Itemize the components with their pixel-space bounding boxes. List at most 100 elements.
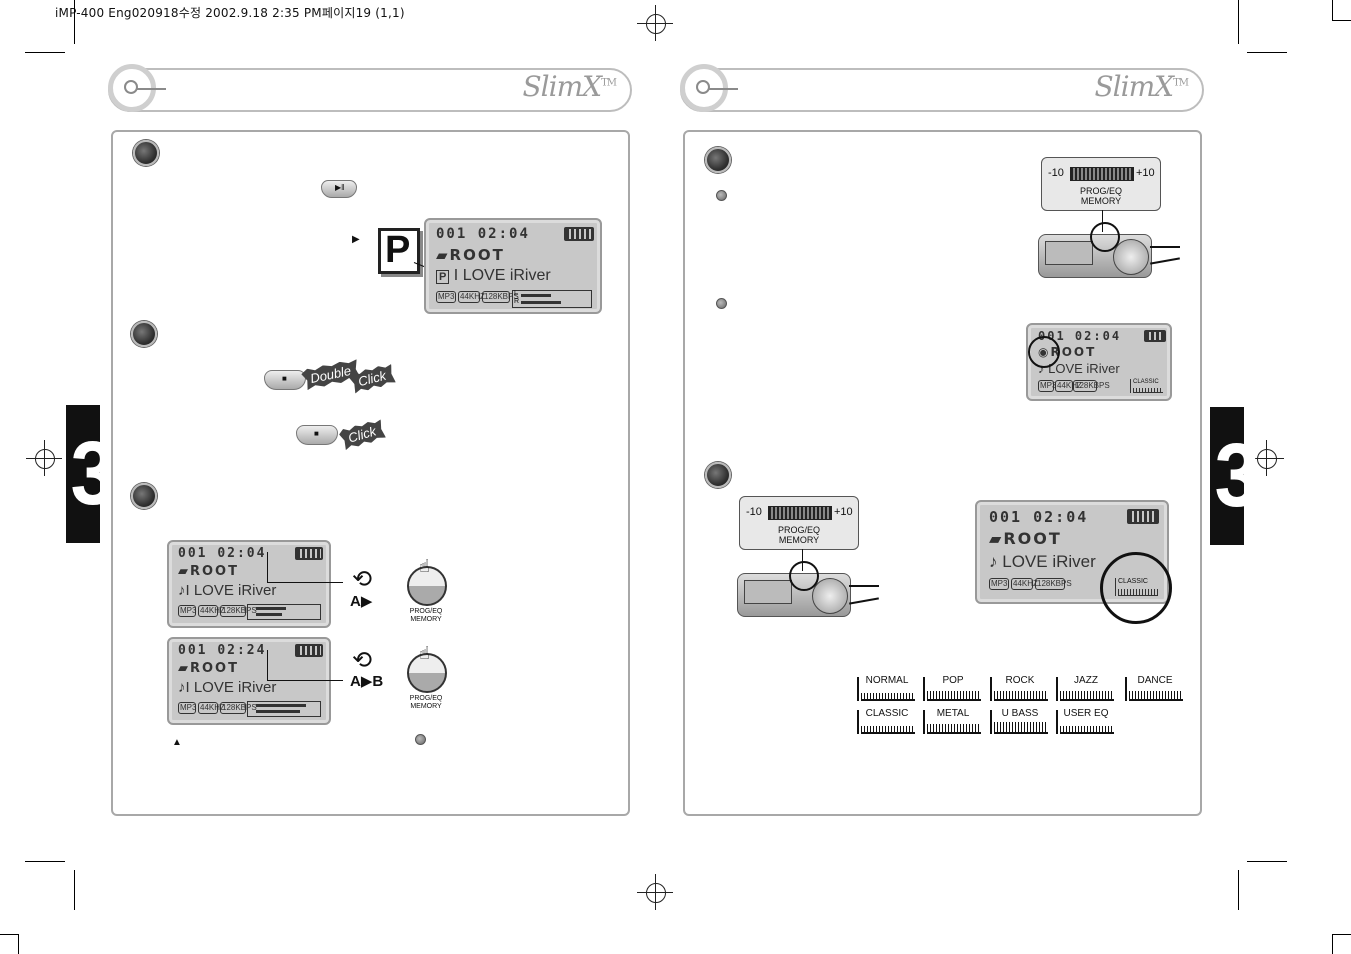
lcd-repeat-a: 001 02:04 ▰ROOT ♪I LOVE iRiver MP3 44KHZ…	[167, 540, 331, 628]
level-meter: L R	[512, 290, 592, 308]
eq-preset-classic: CLASSIC	[857, 708, 915, 734]
program-small-icon: P	[436, 270, 450, 284]
kbps-chip: 128KBPS	[482, 291, 519, 303]
eq-preset-rock: ROCK	[990, 675, 1048, 701]
crop-mark	[1332, 0, 1333, 20]
repeat-a-label: A▶	[350, 592, 372, 610]
lcd-folder-line: ▰ROOT	[178, 661, 239, 676]
eq-preset-bars	[1060, 726, 1114, 734]
meter-bar-r	[256, 613, 282, 616]
battery-icon	[295, 644, 323, 657]
eq-preset-label: USER EQ	[1063, 708, 1109, 719]
lcd-time: 02:04	[477, 226, 530, 242]
chapter-number: 3	[70, 424, 116, 524]
eq-scale-bar	[1070, 167, 1134, 181]
battery-icon	[564, 227, 594, 241]
note-icon: ♪	[1038, 361, 1045, 376]
section-bullet-icon	[705, 462, 731, 488]
eq-preset-bars	[861, 726, 915, 734]
section-bullet-icon	[131, 321, 157, 347]
folder-icon: ▰	[178, 564, 190, 579]
format-chip: MP3	[178, 702, 197, 714]
player-wheel-icon	[812, 578, 848, 614]
repeat-b-letter: B	[372, 673, 384, 690]
eq-caption-2: MEMORY	[1080, 196, 1122, 206]
lcd-eq-bars	[1133, 388, 1163, 393]
print-header: iMP-400 Eng020918수정 2002.9.18 2:35 PM페이지…	[55, 6, 405, 20]
khz-chip: 44KHZ	[1011, 578, 1038, 590]
lcd-time: 02:04	[1074, 329, 1122, 343]
crop-mark	[1247, 861, 1287, 862]
lead-line	[267, 582, 343, 583]
lcd-title-line: ♪I LOVE iRiver	[178, 582, 276, 599]
lcd-folder: ROOT	[190, 564, 239, 579]
lcd-folder-line: ▰ROOT	[178, 564, 239, 579]
eq-preset-label: ROCK	[1005, 675, 1035, 686]
registration-mark	[637, 5, 673, 41]
prog-caption-1: PROG/EQ	[409, 608, 443, 615]
eq-scale-min: -10	[746, 506, 762, 518]
banner-dot-icon	[696, 80, 710, 94]
note-icon: ♪	[178, 679, 186, 696]
format-chip: MP3	[1038, 380, 1057, 392]
lead-line	[802, 549, 803, 571]
prog-caption-2: MEMORY	[410, 703, 442, 710]
format-chip: MP3	[436, 291, 456, 303]
prog-eq-button: ☝	[407, 643, 447, 693]
lcd-track-time: 001 02:04	[178, 546, 266, 561]
repeat-a-letter: A	[350, 673, 361, 690]
eq-preset-bars	[927, 691, 981, 701]
focus-circle	[1100, 552, 1172, 624]
eq-preset-dance: DANCE	[1125, 675, 1183, 701]
meter-bar-l	[521, 294, 551, 297]
focus-circle	[789, 561, 819, 591]
khz-chip: 44KHZ	[1055, 380, 1082, 392]
brand-name: SlimX	[1094, 70, 1175, 103]
eq-preset-ubass: U BASS	[990, 708, 1048, 734]
kbps-chip: 128KBPS	[220, 702, 257, 714]
small-bullet-icon	[716, 190, 727, 201]
lcd-time: 02:04	[1033, 508, 1089, 526]
eq-preset-bars	[994, 722, 1048, 734]
eq-preset-bars	[861, 693, 915, 701]
eq-caption-2: MEMORY	[778, 535, 820, 545]
lcd-title-line: ♪I LOVE iRiver	[178, 679, 276, 696]
prog-caption-1: PROG/EQ	[409, 695, 443, 702]
brand-tm: TM	[601, 77, 617, 89]
lcd-folder: ROOT	[1003, 529, 1062, 548]
player-device-image	[737, 573, 851, 617]
crop-mark	[1332, 934, 1333, 954]
lcd-title-line: P I LOVE iRiver	[436, 267, 551, 285]
chapter-tab-right: 3	[1210, 407, 1260, 545]
registration-mark	[1248, 440, 1284, 476]
lead-line	[267, 650, 268, 680]
player-wheel-icon	[1113, 239, 1149, 275]
repeat-ab-arrow: ▶	[360, 673, 373, 690]
format-chip: MP3	[989, 578, 1009, 590]
eq-preset-bars	[994, 691, 1048, 701]
meter-l-label: L	[514, 290, 518, 297]
eq-preset-label: DANCE	[1137, 675, 1173, 686]
player-screen	[1045, 241, 1093, 265]
folder-icon: ▰	[436, 246, 450, 264]
level-meter	[247, 701, 321, 717]
cable-line	[849, 585, 879, 587]
eq-preset-label: METAL	[936, 708, 970, 719]
format-chip: MP3	[178, 605, 197, 617]
lcd-track-time: 001 02:04	[989, 508, 1088, 526]
repeat-ab-label: A▶B	[350, 672, 383, 690]
chapter-number: 3	[1214, 426, 1260, 526]
registration-mark	[637, 874, 673, 910]
eq-scale-bar	[768, 506, 832, 520]
note-icon: ♪	[989, 552, 998, 571]
program-mode-icon: P	[378, 228, 420, 274]
crop-mark	[0, 934, 18, 935]
prog-caption-2: MEMORY	[410, 616, 442, 623]
pointer-arrow-icon: ▶	[352, 234, 360, 245]
lcd-program: 001 02:04 ▰ROOT P I LOVE iRiver MP3 44KH…	[424, 218, 602, 314]
eq-scale-max: +10	[834, 506, 853, 518]
crop-mark	[1238, 0, 1239, 44]
